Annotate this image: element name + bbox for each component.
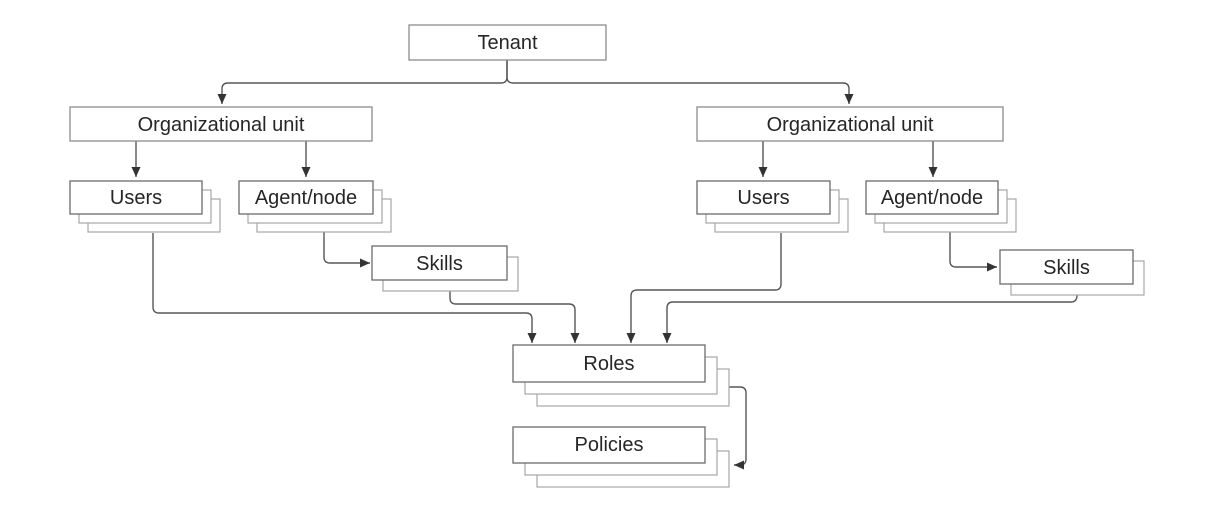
edge-tenant-to-ou-left	[217, 60, 508, 104]
policies-stack: Policies	[512, 426, 730, 488]
skills-left-stack: Skills	[371, 245, 519, 292]
skills-right-stack: Skills	[999, 249, 1145, 296]
skills-right-label: Skills	[1043, 257, 1090, 279]
agent-node-right-stack: Agent/node	[865, 180, 1017, 233]
users-right-box	[696, 180, 831, 215]
users-left-box	[69, 180, 203, 215]
users-right-label: Users	[737, 187, 789, 209]
edge-roles-to-policies	[729, 386, 747, 470]
roles-label: Roles	[583, 353, 634, 375]
org-unit-right-node: Organizational unit	[696, 106, 1004, 142]
tenant-label: Tenant	[477, 32, 537, 54]
edge-users-right-to-roles	[626, 233, 782, 343]
roles-box	[512, 344, 706, 383]
users-left-stack: Users	[69, 180, 221, 233]
skills-right-box	[999, 249, 1134, 285]
agent-node-left-stack: Agent/node	[238, 180, 392, 233]
tenant-box	[408, 24, 607, 61]
org-unit-right-box	[696, 106, 1004, 142]
policies-label: Policies	[575, 434, 644, 456]
skills-left-box	[371, 245, 508, 281]
edge-tenant-to-ou-right	[506, 60, 854, 104]
org-unit-right-label: Organizational unit	[767, 114, 934, 136]
users-left-label: Users	[110, 187, 162, 209]
edge-agent-left-to-skills-left	[323, 232, 370, 268]
org-unit-left-node: Organizational unit	[69, 106, 373, 142]
edges	[131, 60, 1078, 470]
policies-box	[512, 426, 706, 464]
agent-node-right-box	[865, 180, 999, 215]
agent-node-left-box	[238, 180, 374, 215]
tenant-node: Tenant	[408, 24, 607, 61]
edge-users-left-to-roles	[152, 233, 537, 343]
agent-node-right-label: Agent/node	[881, 187, 983, 209]
users-right-stack: Users	[696, 180, 849, 233]
roles-stack: Roles	[512, 344, 730, 407]
skills-left-label: Skills	[416, 253, 463, 275]
org-unit-left-box	[69, 106, 373, 142]
org-unit-left-label: Organizational unit	[138, 114, 305, 136]
agent-node-left-label: Agent/node	[255, 187, 357, 209]
edge-skills-left-to-roles	[449, 291, 580, 343]
edge-skills-right-to-roles	[662, 294, 1078, 343]
edge-agent-right-to-skills-right	[949, 232, 997, 272]
